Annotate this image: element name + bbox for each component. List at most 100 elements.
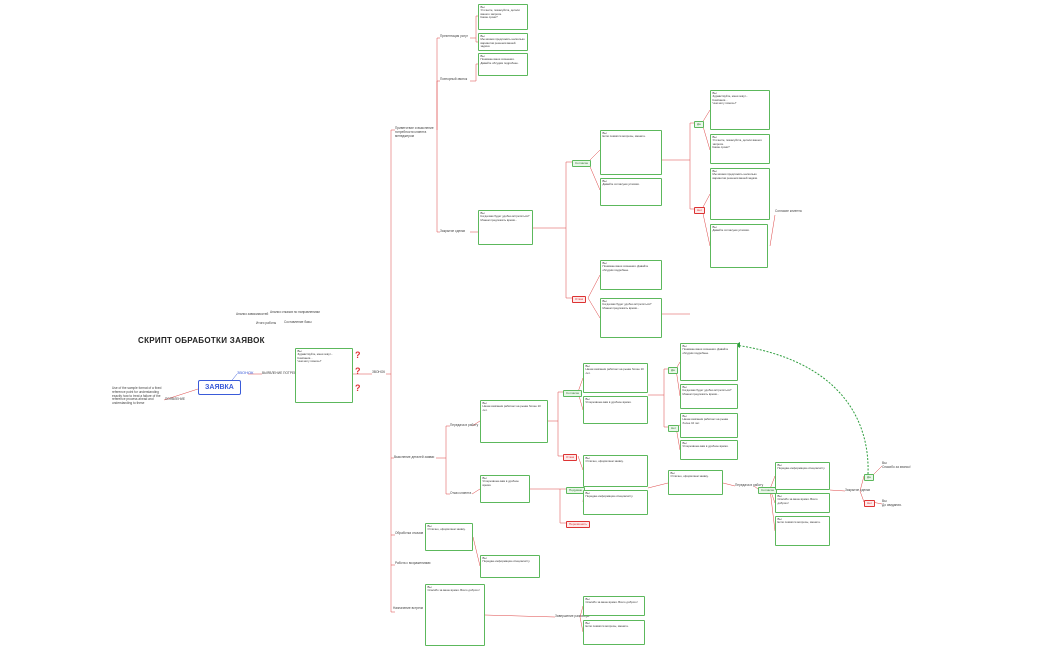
connector-line	[722, 482, 736, 487]
connector-line	[557, 421, 563, 457]
connector-line	[587, 161, 601, 191]
greeting-box[interactable]: Вы: Здравствуйте, меня зовут... Компания…	[295, 348, 353, 403]
side-note-3: Итоги работы	[256, 321, 277, 325]
script-box[interactable]: Вы: Понимаю ваши сомнения. Давайте обсуд…	[478, 53, 528, 76]
script-box[interactable]: Вы: Передаю информацию специалисту.	[775, 462, 830, 490]
script-box[interactable]: Вы: Спасибо за ваше время. Всего доброго…	[775, 493, 830, 513]
script-box[interactable]: Вы: Я перезвоню вам в удобное время.	[680, 440, 738, 460]
tag-agree[interactable]: Согласие	[572, 160, 592, 167]
script-box[interactable]: Вы: Отлично, оформляем заявку.	[668, 470, 723, 495]
connector-line	[390, 374, 395, 613]
tag-later[interactable]: Перезвонить	[566, 521, 590, 528]
connector-line	[753, 485, 759, 490]
node-11[interactable]: Согласие клиента	[775, 209, 802, 213]
connector-line	[769, 475, 776, 490]
connector-line	[470, 63, 478, 82]
connector-line	[663, 395, 668, 428]
connector-line	[163, 388, 199, 401]
connector-line	[471, 420, 481, 427]
connector-line	[436, 130, 440, 233]
script-box[interactable]: Вы: Мы можем предложить несколько вариан…	[710, 168, 770, 220]
node-10[interactable]: Отказ клиента	[450, 491, 472, 495]
script-box[interactable]: Вы: Передаю информацию специалисту.	[480, 555, 540, 578]
connector-line	[648, 368, 668, 396]
tag-refuse-2[interactable]: Отказ	[563, 454, 578, 461]
node-6[interactable]: Презентация услуг	[440, 34, 468, 38]
tag-no[interactable]: Нет	[694, 207, 706, 214]
diagram-title: СКРИПТ ОБРАБОТКИ ЗАЯВОК	[138, 336, 265, 345]
connector-line	[701, 208, 711, 247]
loop-back-arrow	[734, 344, 869, 475]
call-label[interactable]: ЗВОНОК	[372, 370, 386, 374]
connector-line	[577, 377, 584, 393]
script-box[interactable]: Вы: Спасибо за ваше время. Всего доброго…	[583, 596, 645, 616]
node-9[interactable]: Передача в работу	[450, 423, 479, 427]
node-4[interactable]: Работа с возражениями	[395, 561, 431, 565]
tag-agree-2[interactable]: Согласие	[563, 390, 583, 397]
connector-line	[565, 228, 572, 299]
script-box[interactable]: Вы: Отлично, оформляем заявку.	[425, 523, 473, 551]
script-box[interactable]: Вы: Если появятся вопросы, звоните.	[600, 130, 662, 175]
end-note-2: Вы: До свидания.	[882, 499, 902, 507]
tag-no-2[interactable]: Нет	[668, 425, 680, 432]
node-5[interactable]: Назначение встречи	[393, 606, 424, 610]
script-box[interactable]: Вы: Когда вам будет удобно встретиться? …	[680, 384, 738, 409]
connector-line	[445, 458, 450, 495]
root-node[interactable]: ЗАЯВКА	[198, 380, 241, 395]
script-box[interactable]: Вы: Понимаю ваши сомнения. Давайте обсуд…	[600, 260, 662, 290]
tag-yes-2[interactable]: Да	[668, 367, 678, 374]
connector-line	[579, 616, 584, 633]
connector-line	[548, 391, 563, 422]
side-note-2: Анализ отказов по направлениям	[270, 310, 320, 314]
connector-line	[472, 536, 481, 567]
node-9b[interactable]: Передача в работу	[735, 483, 764, 487]
script-box[interactable]: Вы: Я перезвоню вам в удобное время.	[480, 475, 530, 503]
connector-line	[701, 193, 711, 210]
script-box[interactable]: Вы: Я перезвоню вам в удобное время.	[583, 396, 648, 424]
end-note-1: Вы: Спасибо за звонок!	[882, 461, 911, 469]
left-label: ПОЯВЛЕНИЕ	[165, 397, 186, 401]
connector-line	[577, 455, 584, 471]
script-box[interactable]: Вы: Спасибо за ваше время. Всего доброго…	[425, 584, 485, 646]
script-box[interactable]: Вы: Отлично, оформляем заявку.	[583, 455, 648, 487]
question-icon: ?	[355, 366, 361, 376]
script-box[interactable]: Вы: Если появятся вопросы, звоните.	[775, 516, 830, 546]
tag-yes-3[interactable]: Да	[864, 474, 874, 481]
script-box[interactable]: Вы: Понимаю ваши сомнения. Давайте обсуд…	[680, 343, 738, 381]
side-note-4: Составление базы	[284, 320, 312, 324]
script-box[interactable]: Вы: Уточните, пожалуйста, детали вашего …	[478, 4, 528, 30]
node-1[interactable]: Приветствие и выяснение потребности клие…	[395, 126, 434, 138]
script-box[interactable]: Вы: Наша компания работает на рынке боле…	[480, 400, 548, 443]
tag-agree-3[interactable]: Согласие	[758, 487, 778, 494]
node-3[interactable]: Обработка отказов	[395, 531, 424, 535]
script-box[interactable]: Вы: Здравствуйте, меня зовут... Компания…	[710, 90, 770, 130]
connector-line	[530, 488, 566, 524]
script-box[interactable]: Вы: Давайте согласуем условия.	[710, 224, 768, 268]
script-box[interactable]: Вы: Передаю информацию специалисту.	[583, 490, 648, 515]
branch-call[interactable]: ЗВОНОК	[237, 370, 254, 375]
node-7[interactable]: Повторный звонок	[440, 77, 468, 81]
script-box[interactable]: Вы: Наша компания работает на рынке боле…	[680, 413, 738, 438]
left-note: Use of the sample format of a fixed refe…	[112, 386, 162, 406]
tag-yes[interactable]: Да	[694, 121, 704, 128]
script-box[interactable]: Вы: Уточните, пожалуйста, детали вашего …	[710, 134, 770, 164]
question-icon: ?	[355, 383, 361, 393]
script-box[interactable]: Вы: Когда вам будет удобно встретиться? …	[600, 298, 662, 338]
tag-no-3[interactable]: Нет	[864, 500, 876, 507]
script-box[interactable]: Вы: Наша компания работает на рынке боле…	[583, 363, 648, 393]
node-8[interactable]: Закрытие сделки	[440, 229, 466, 233]
tag-refuse[interactable]: Отказ	[572, 296, 587, 303]
connector-line	[386, 129, 395, 375]
connector-line	[769, 214, 776, 247]
connector-line	[859, 475, 865, 492]
connector-line	[579, 605, 584, 618]
script-box[interactable]: Вы: Если появятся вопросы, звоните.	[583, 620, 645, 645]
node-8b[interactable]: Закрытие сделки	[845, 488, 871, 492]
connector-line	[662, 122, 694, 161]
script-box[interactable]: Вы: Когда вам будет удобно встретиться? …	[478, 210, 533, 245]
node-2[interactable]: Выяснение деталей заявки	[394, 455, 435, 459]
script-box[interactable]: Вы: Давайте согласуем условия.	[600, 178, 662, 206]
node-12[interactable]: Завершение разговора	[555, 614, 590, 618]
script-box[interactable]: Вы: Мы можем предложить несколько вариан…	[478, 33, 528, 51]
